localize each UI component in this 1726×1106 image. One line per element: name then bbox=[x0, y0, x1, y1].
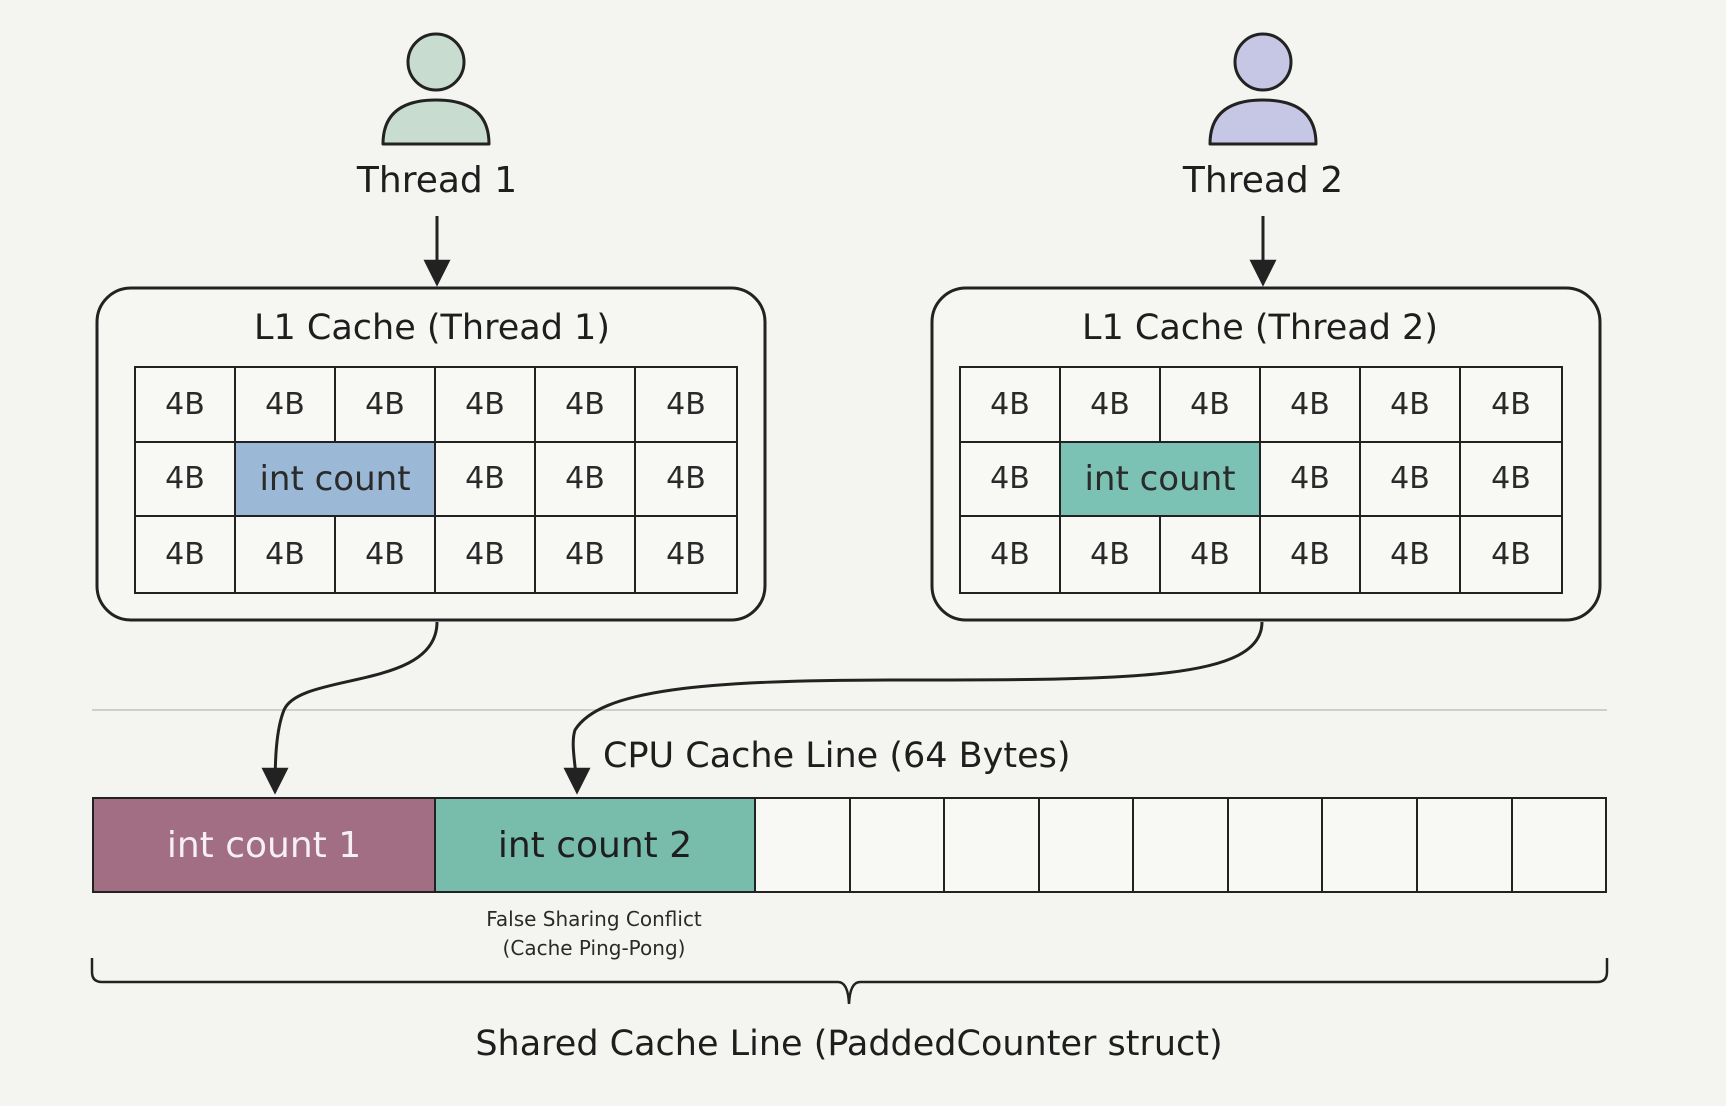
user-icon-thread-1 bbox=[381, 32, 491, 146]
empty-slot bbox=[1134, 799, 1229, 891]
cache-cell: 4B bbox=[336, 368, 436, 443]
cache-cell: 4B bbox=[536, 517, 636, 592]
cache-2-grid: 4B 4B 4B 4B 4B 4B 4B int count 4B 4B 4B … bbox=[959, 366, 1563, 594]
empty-slot bbox=[756, 799, 851, 891]
cache-cell: 4B bbox=[1261, 368, 1361, 443]
cache-cell: 4B bbox=[1261, 442, 1361, 518]
empty-slot bbox=[945, 799, 1040, 891]
user-icon-thread-2 bbox=[1208, 32, 1318, 146]
false-sharing-note: False Sharing Conflict (Cache Ping-Pong) bbox=[486, 905, 702, 963]
cache-cell: 4B bbox=[1161, 517, 1261, 592]
cache-cell: 4B bbox=[666, 537, 706, 573]
arrow-cache-2-to-count-2 bbox=[563, 621, 1264, 795]
cache-line-title: CPU Cache Line (64 Bytes) bbox=[603, 736, 1071, 776]
brace-label: Shared Cache Line (PaddedCounter struct) bbox=[475, 1024, 1223, 1064]
cache-1-grid: 4B 4B 4B 4B 4B 4B 4B int count 4B 4B 4B … bbox=[134, 366, 738, 594]
curly-brace bbox=[90, 958, 1609, 1005]
cache-cell: 4B bbox=[961, 442, 1061, 518]
cache-cell: 4B bbox=[236, 368, 336, 443]
empty-slot bbox=[1229, 799, 1324, 891]
thread-1-label: Thread 1 bbox=[356, 160, 518, 201]
cache-2-title: L1 Cache (Thread 2) bbox=[1082, 308, 1438, 348]
cache-cell: 4B bbox=[1461, 443, 1561, 518]
empty-slot bbox=[851, 799, 946, 891]
cache-cell: 4B bbox=[961, 368, 1061, 443]
cache-2-int-count: int count bbox=[1061, 442, 1261, 518]
cache-cell: 4B bbox=[1361, 442, 1461, 518]
cache-cell: 4B bbox=[961, 517, 1061, 592]
cache-cell: 4B bbox=[336, 517, 436, 592]
cache-cell: 4B bbox=[1491, 537, 1531, 573]
cache-cell: 4B bbox=[536, 442, 636, 518]
cache-cell: 4B bbox=[136, 442, 236, 518]
cache-cell: 4B bbox=[1461, 368, 1561, 443]
cache-cell: 4B bbox=[136, 368, 236, 443]
empty-slot bbox=[1513, 799, 1606, 891]
cache-cell: 4B bbox=[1261, 517, 1361, 592]
cache-cell: 4B bbox=[1061, 368, 1161, 443]
cache-cell: 4B bbox=[536, 368, 636, 443]
cache-cell: 4B bbox=[436, 442, 536, 518]
cache-1-int-count: int count bbox=[236, 442, 436, 518]
slot-int-count-1: int count 1 bbox=[94, 799, 436, 891]
thread-2-label: Thread 2 bbox=[1182, 160, 1344, 201]
note-line-2: (Cache Ping-Pong) bbox=[502, 936, 686, 960]
cache-cell: 4B bbox=[636, 368, 736, 443]
cache-cell: 4B bbox=[436, 368, 536, 443]
empty-slot bbox=[1040, 799, 1135, 891]
cache-cell: 4B bbox=[1161, 368, 1261, 443]
cache-cell: 4B bbox=[636, 443, 736, 518]
arrow-cache-1-to-count-1 bbox=[261, 621, 439, 795]
cache-cell: 4B bbox=[1361, 517, 1461, 592]
cache-cell: 4B bbox=[1361, 368, 1461, 443]
cache-line-strip: int count 1 int count 2 bbox=[92, 797, 1607, 893]
slot-int-count-2: int count 2 bbox=[436, 799, 756, 891]
cache-cell: 4B bbox=[136, 517, 236, 592]
cache-cell: 4B bbox=[436, 517, 536, 592]
cache-cell: 4B bbox=[1061, 517, 1161, 592]
empty-slot bbox=[1418, 799, 1513, 891]
empty-slot bbox=[1323, 799, 1418, 891]
cache-1-title: L1 Cache (Thread 1) bbox=[254, 308, 610, 348]
cache-cell: 4B bbox=[236, 517, 336, 592]
note-line-1: False Sharing Conflict bbox=[486, 907, 702, 931]
